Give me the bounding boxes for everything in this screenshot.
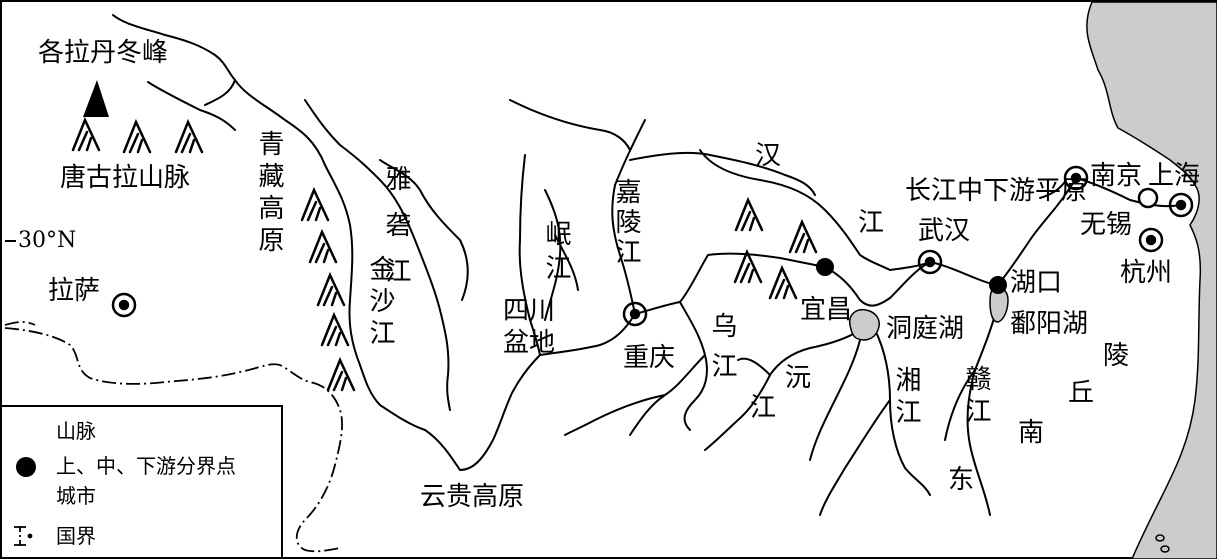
wuxi-circle [1137, 187, 1159, 209]
mountain-icon [308, 228, 338, 264]
border-line-icon [4, 327, 343, 553]
label-yungui-plateau: 云贵高原 [420, 482, 525, 512]
label-geladandong-peak: 各拉丹冬峰 [38, 38, 169, 68]
label-han-river-2: 江 [858, 208, 885, 238]
label-tanggula-mountains: 唐古拉山脉 [60, 163, 191, 193]
gan-river [966, 294, 1001, 516]
mountain-icon [300, 186, 330, 222]
mountain-icon [174, 118, 204, 154]
city-ring-icon [1138, 227, 1164, 253]
label-han-river-1: 汉 [755, 141, 782, 171]
label-hukou: 湖口 [1010, 268, 1063, 298]
label-chongqing: 重庆 [623, 343, 676, 373]
poyang-lake [989, 286, 1009, 323]
city-ring-icon [917, 249, 943, 275]
label-lhasa: 拉萨 [48, 276, 101, 306]
city-ring-icon [111, 292, 137, 318]
mountain-icon [733, 248, 763, 284]
wu-river [679, 301, 708, 431]
label-middle-lower-plain: 长江中下游平原 [905, 176, 1088, 206]
label-poyang-lake: 鄱阳湖 [1010, 309, 1089, 339]
label-wuxi: 无锡 [1080, 210, 1133, 240]
xiang-river [874, 329, 931, 496]
label-xiang-river: 湘江 [891, 366, 921, 430]
sea-area [1086, 1, 1217, 559]
black-dot-icon [989, 276, 1007, 294]
city-ring-icon [1168, 192, 1194, 218]
label-southeast-hills-3: 丘 [1068, 378, 1095, 408]
legend-border-label: 国界 [56, 524, 96, 548]
label-dongting-lake: 洞庭湖 [886, 314, 965, 344]
label-yichang: 宜昌 [800, 295, 853, 325]
mountain-icon [734, 196, 764, 232]
label-shanghai: 上海 [1148, 161, 1201, 191]
legend-box [0, 405, 283, 559]
mountain-icon [71, 116, 101, 152]
mountain-icon [320, 311, 350, 347]
label-yuan-river-char-2: 江 [750, 393, 777, 423]
city-ring-icon [622, 301, 648, 327]
label-yuan-river-char-1: 沅 [785, 363, 812, 393]
minjiang-river [518, 154, 541, 356]
label-jinsha-river: 金沙江 [365, 255, 395, 351]
label-nanjing: 南京 [1090, 161, 1143, 191]
mountain-icon [122, 118, 152, 154]
label-southeast-hills-4: 陵 [1103, 341, 1130, 371]
mountain-icon [316, 271, 346, 307]
label-gan-river: 赣江 [961, 365, 991, 429]
legend-city-label: 城市 [56, 484, 96, 508]
han-river [509, 99, 631, 151]
label-southeast-hills-1: 东 [948, 465, 975, 495]
legend-dot-icon [16, 457, 36, 477]
label-min-river: 岷江 [541, 220, 571, 288]
label-30n-latitude: 30°N [18, 228, 77, 253]
black-dot-icon [816, 258, 834, 276]
label-qingzang-plateau: 青藏高原 [254, 130, 284, 258]
dongting-lake [848, 308, 880, 341]
peak-triangle-icon [83, 80, 109, 117]
city-ring-icon [1063, 165, 1089, 191]
legend-divider-label: 上、中、下游分界点 [56, 454, 236, 478]
label-yalong-river: 雅砻江 [381, 165, 411, 303]
label-wu-river: 乌江 [707, 312, 737, 392]
label-wuhan: 武汉 [918, 216, 971, 246]
label-southeast-hills-2: 南 [1018, 418, 1045, 448]
label-jialing-river: 嘉陵江 [611, 178, 641, 268]
yalong-river [304, 99, 451, 411]
legend-mountain-label: 山脉 [56, 419, 96, 443]
label-hangzhou: 杭州 [1120, 258, 1173, 288]
mountain-icon [788, 218, 818, 254]
mountain-icon [326, 356, 356, 392]
label-sichuan-basin: 四川盆地 [503, 296, 556, 358]
mountain-icon [768, 264, 798, 300]
